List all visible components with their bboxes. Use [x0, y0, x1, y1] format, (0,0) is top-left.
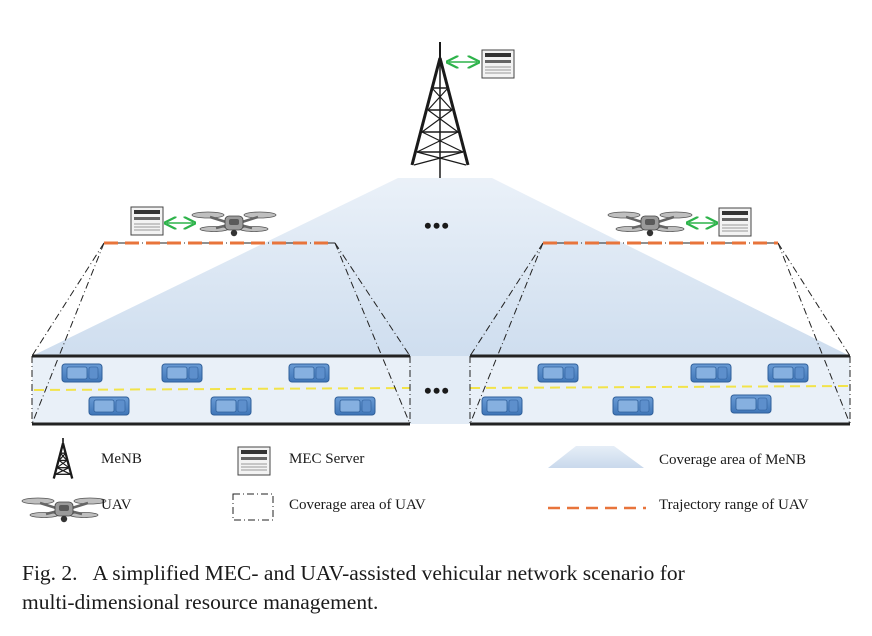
caption-line-2: multi-dimensional resource management.	[22, 590, 379, 614]
vehicle	[690, 363, 732, 383]
legend-menb-label: MeNB	[101, 451, 142, 467]
caption-line-1: Fig. 2. A simplified MEC- and UAV-assist…	[22, 561, 685, 585]
server-icon	[718, 207, 752, 237]
vehicle	[334, 396, 376, 416]
vehicle	[612, 396, 654, 416]
legend-trajectory-label: Trajectory range of UAV	[659, 497, 809, 513]
ellipsis-top: •••	[424, 213, 451, 238]
vehicle	[481, 396, 523, 416]
legend-mec-server-label: MEC Server	[289, 451, 365, 467]
legend-drone-icon	[20, 496, 108, 524]
legend-tower-icon	[52, 438, 74, 479]
menb-coverage-area	[32, 178, 850, 356]
tower-icon	[410, 42, 470, 178]
figure-caption: Fig. 2. A simplified MEC- and UAV-assist…	[22, 559, 862, 617]
server-icon	[481, 49, 515, 79]
legend-coverage-menb-label: Coverage area of MeNB	[659, 452, 807, 468]
legend-server-icon	[237, 446, 271, 476]
legend-uav-coverage-swatch	[232, 493, 274, 521]
vehicle	[161, 363, 203, 383]
server-icon	[130, 206, 164, 236]
road-gap	[410, 356, 470, 424]
vehicle	[730, 394, 772, 414]
drone-icon	[190, 210, 278, 238]
vehicle	[88, 396, 130, 416]
legend-uav-label: UAV	[101, 497, 132, 513]
legend-coverage-swatch	[548, 446, 644, 468]
vehicle	[537, 363, 579, 383]
vehicle	[61, 363, 103, 383]
vehicle	[288, 363, 330, 383]
vehicle	[210, 396, 252, 416]
drone-icon	[606, 210, 694, 238]
legend-coverage-uav-label: Coverage area of UAV	[289, 497, 426, 513]
lane-divider-left	[33, 387, 411, 391]
ellipsis-middle: •••	[424, 378, 451, 403]
vehicle	[767, 363, 809, 383]
